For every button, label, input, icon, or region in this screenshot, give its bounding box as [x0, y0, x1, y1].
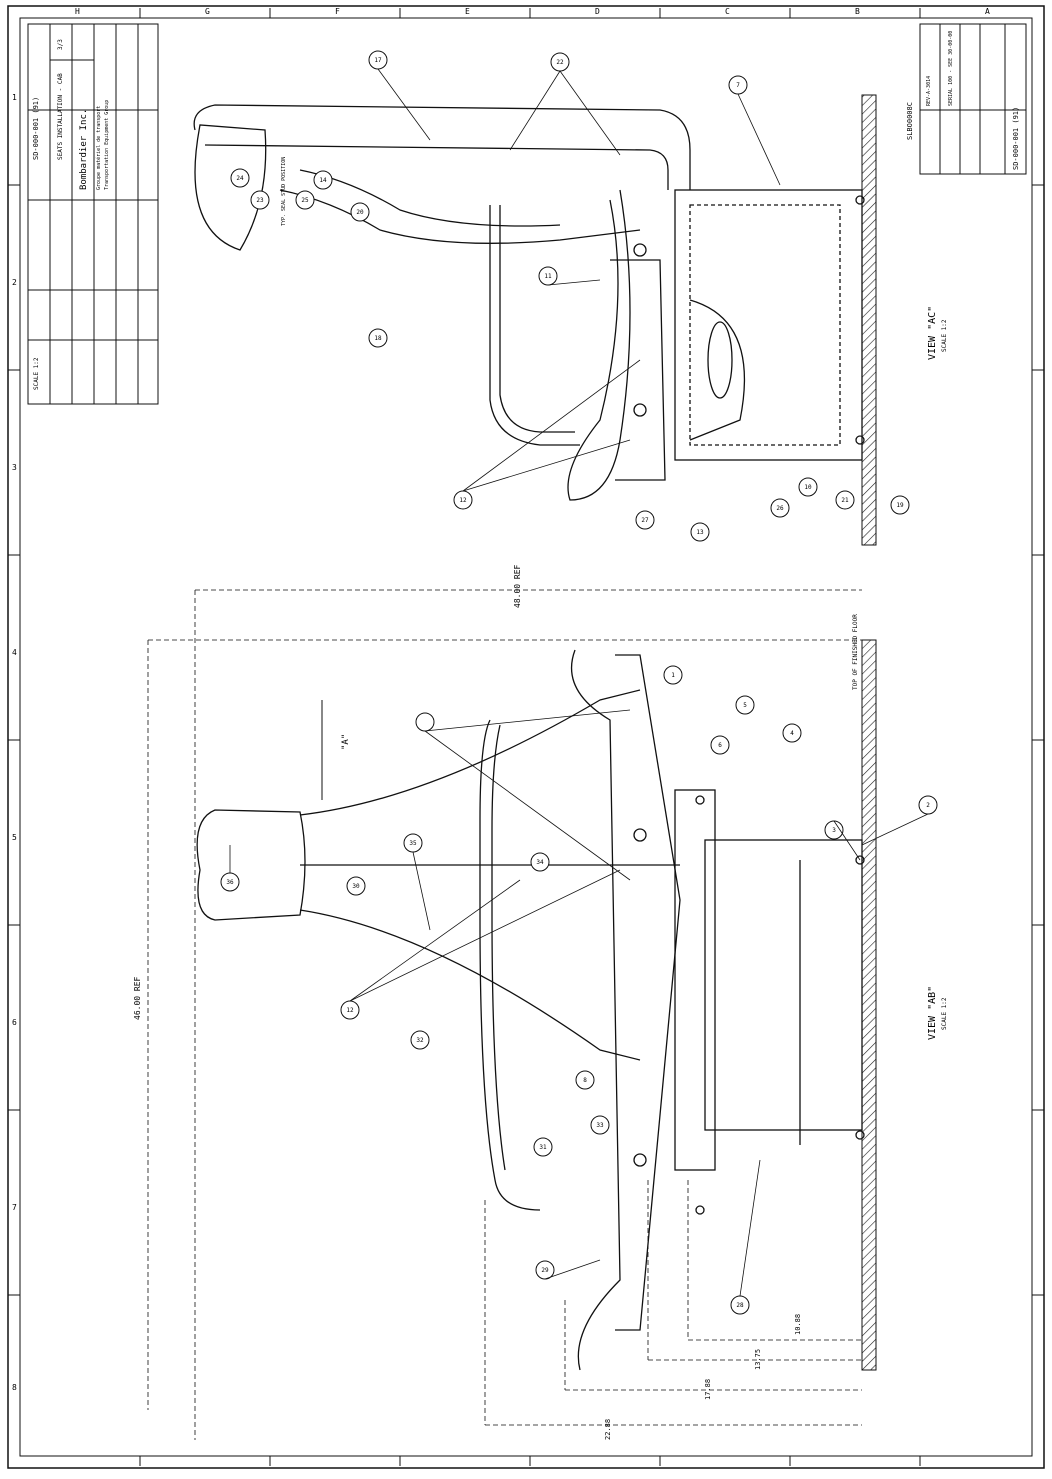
tb-sheet: 3/3 [57, 39, 64, 50]
svg-text:5: 5 [12, 833, 17, 842]
svg-text:14: 14 [319, 177, 327, 184]
svg-text:2: 2 [926, 802, 930, 809]
svg-text:25: 25 [301, 197, 309, 204]
svg-text:36: 36 [226, 879, 234, 886]
svg-text:18: 18 [374, 335, 382, 342]
svg-text:13: 13 [696, 529, 704, 536]
svg-text:6: 6 [718, 742, 722, 749]
tb-subtitle-1: Groupe matériel de transport [95, 106, 102, 190]
tb-title: SEATS INSTALLATION - CAB [57, 73, 64, 160]
dim-3: 17.88 [704, 1379, 712, 1400]
tb-subtitle-2: Transportation Equipment Group [104, 100, 110, 190]
balloon-numbers-front: 36 30 35 34 33 8 31 32 12 29 28 5 6 4 3 … [226, 672, 930, 1309]
svg-text:22: 22 [556, 59, 564, 66]
tb-drawing-number: SD-000-001 (91) [32, 97, 40, 160]
svg-text:12: 12 [346, 1007, 354, 1014]
seat-note: TYP. SEAL STUD POSITION [281, 157, 287, 226]
view-ab-scale: SCALE 1:2 [941, 997, 948, 1030]
dim-1: 10.88 [794, 1314, 802, 1335]
outer-border [7, 5, 1045, 1469]
dimension-lines [147, 589, 862, 1440]
balloons-front [220, 665, 938, 1315]
dim-2: 13.75 [754, 1349, 762, 1370]
svg-text:21: 21 [841, 497, 849, 504]
svg-text:31: 31 [539, 1144, 547, 1151]
svg-text:19: 19 [896, 502, 904, 509]
dim-4: 22.88 [604, 1419, 612, 1440]
svg-text:3: 3 [832, 827, 836, 834]
svg-text:5: 5 [743, 702, 747, 709]
svg-text:35: 35 [409, 840, 417, 847]
svg-text:7: 7 [736, 82, 740, 89]
balloons-side [230, 50, 910, 542]
svg-text:8: 8 [12, 1383, 17, 1392]
svg-text:D: D [595, 7, 600, 16]
svg-text:3: 3 [12, 463, 17, 472]
svg-text:1: 1 [12, 93, 17, 102]
svg-text:4: 4 [790, 730, 794, 737]
revision-block [919, 23, 1027, 175]
svg-text:26: 26 [776, 505, 784, 512]
tb-company: Bombardier Inc. [79, 109, 89, 190]
view-ab-title: VIEW "AB" [927, 986, 938, 1040]
svg-text:6: 6 [12, 1018, 17, 1027]
view-ac-title: VIEW "AC" [927, 306, 938, 360]
border-ticks [8, 8, 1044, 1466]
svg-text:32: 32 [416, 1037, 424, 1044]
svg-text:4: 4 [12, 648, 17, 657]
title-block [27, 23, 159, 405]
side-ref-label: SLBO0008C [906, 102, 914, 140]
svg-text:11: 11 [544, 273, 552, 280]
floor-line-label: TOP OF FINISHED FLOOR [852, 614, 859, 690]
tb-scale: SCALE 1:2 [33, 357, 40, 390]
svg-text:B: B [855, 7, 860, 16]
svg-text:G: G [205, 7, 210, 16]
side-view [193, 104, 865, 501]
leader-lines [229, 68, 929, 1297]
svg-text:23: 23 [256, 197, 264, 204]
front-view [196, 649, 865, 1371]
svg-text:2: 2 [12, 278, 17, 287]
svg-text:7: 7 [12, 1203, 17, 1212]
border-labels: H G F E D C B A 1 2 3 4 5 6 7 8 [12, 7, 990, 1392]
view-a-note: "A" [341, 734, 351, 750]
svg-text:C: C [725, 7, 730, 16]
svg-text:30: 30 [352, 883, 360, 890]
svg-text:17: 17 [374, 57, 382, 64]
rev-line: SERIAL 100 - SEE 30-00-00 [948, 31, 954, 106]
inner-border [19, 17, 1033, 1457]
svg-text:A: A [985, 7, 990, 16]
svg-text:H: H [75, 7, 80, 16]
view-ac-scale: SCALE 1:2 [941, 319, 948, 352]
svg-text:8: 8 [583, 1077, 587, 1084]
floor-hatch-front [861, 639, 877, 1371]
floor-hatch-side [861, 94, 877, 546]
balloon-numbers-side: 17 22 7 24 23 25 14 20 11 18 12 27 13 26… [236, 57, 904, 536]
svg-text:29: 29 [541, 1267, 549, 1274]
svg-text:F: F [335, 7, 340, 16]
svg-text:33: 33 [596, 1122, 604, 1129]
svg-text:27: 27 [641, 517, 649, 524]
dim-overall-height: 48.00 REF [513, 564, 522, 608]
svg-text:34: 34 [536, 859, 544, 866]
svg-text:20: 20 [356, 209, 364, 216]
svg-text:1: 1 [671, 672, 675, 679]
svg-text:24: 24 [236, 175, 244, 182]
svg-text:E: E [465, 7, 470, 16]
svg-text:12: 12 [459, 497, 467, 504]
svg-text:28: 28 [736, 1302, 744, 1309]
svg-text:10: 10 [804, 484, 812, 491]
rev-text: REV-A-3014 [926, 76, 932, 106]
rev-number: SD-000-001 (91) [1012, 107, 1020, 170]
dim-overall-width: 46.00 REF [133, 976, 142, 1020]
